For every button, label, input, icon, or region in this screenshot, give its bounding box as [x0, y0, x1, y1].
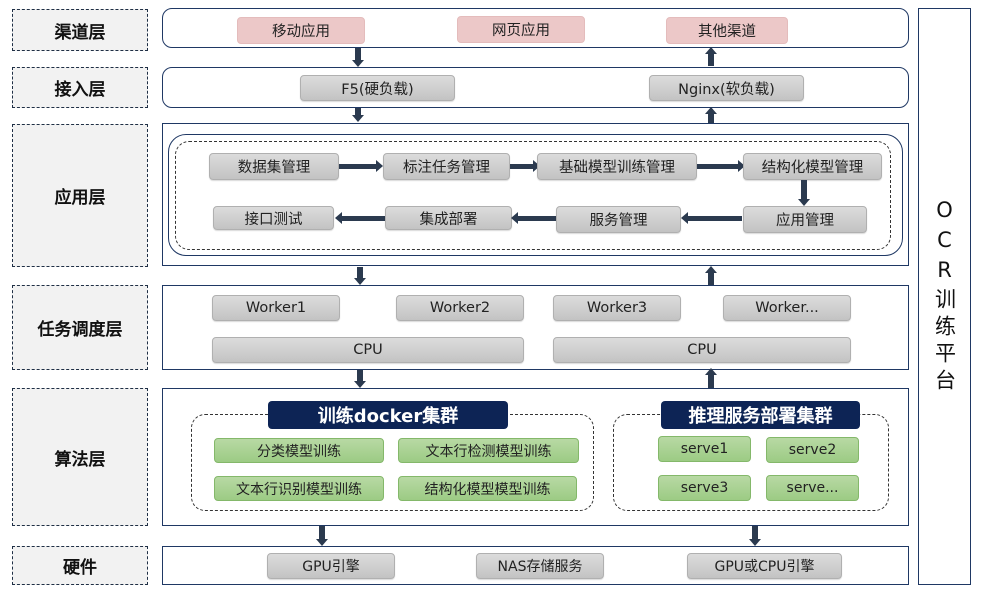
serve-more[interactable]: serve... [766, 475, 859, 501]
arrow-down-channel-access [352, 48, 364, 67]
worker-1[interactable]: Worker1 [212, 295, 340, 321]
arrow-right-3 [697, 160, 745, 172]
app-application-management[interactable]: 应用管理 [743, 206, 867, 233]
arrow-up-access-channel [705, 47, 717, 66]
arrow-down-scheduling-algorithm [354, 370, 366, 388]
arrow-right-2 [510, 160, 540, 172]
hardware-layer: GPU引擎 NAS存储服务 GPU或CPU引擎 [162, 546, 909, 585]
serve-3[interactable]: serve3 [658, 475, 751, 501]
arrow-right-1 [339, 160, 383, 172]
application-workflow-group [175, 141, 891, 250]
arrow-left-2 [511, 212, 561, 224]
application-inner-frame [168, 134, 903, 256]
train-structured-model[interactable]: 结构化模型模型训练 [398, 476, 577, 501]
layer-label-application: 应用层 [12, 124, 148, 267]
arrow-down-application-scheduling [354, 267, 366, 285]
channel-mobile-app[interactable]: 移动应用 [237, 17, 365, 44]
worker-3[interactable]: Worker3 [553, 295, 681, 321]
arrow-up-application-access [705, 107, 717, 123]
train-text-line-recognition-model[interactable]: 文本行识别模型训练 [214, 476, 384, 501]
channel-layer: 移动应用 网页应用 其他渠道 [162, 8, 909, 48]
serve-2[interactable]: serve2 [766, 437, 859, 463]
scheduling-layer: Worker1 Worker2 Worker3 Worker... CPU CP… [162, 285, 909, 370]
ocr-platform-panel: OCR训练平台 [918, 8, 971, 585]
app-integration-deployment[interactable]: 集成部署 [385, 206, 512, 230]
access-layer: F5(硬负载) Nginx(软负载) [162, 67, 909, 108]
arrow-left-3 [335, 212, 387, 224]
app-interface-testing[interactable]: 接口测试 [213, 206, 334, 230]
arrow-left-1 [681, 212, 742, 224]
hw-gpu-engine[interactable]: GPU引擎 [267, 553, 395, 579]
app-base-model-training-management[interactable]: 基础模型训练管理 [537, 153, 697, 180]
arrow-down-algorithm-hardware-2 [749, 526, 761, 546]
train-classification-model[interactable]: 分类模型训练 [214, 438, 384, 463]
platform-title: OCR训练平台 [932, 197, 957, 396]
train-text-line-detection-model[interactable]: 文本行检测模型训练 [398, 438, 579, 463]
arrow-down-access-application [352, 108, 364, 122]
serve-1[interactable]: serve1 [658, 436, 751, 462]
access-f5-hard-lb[interactable]: F5(硬负载) [300, 75, 455, 101]
layer-label-scheduling: 任务调度层 [12, 285, 148, 370]
layer-label-channel: 渠道层 [12, 9, 148, 51]
channel-web-app[interactable]: 网页应用 [457, 16, 585, 43]
inference-cluster-title: 推理服务部署集群 [661, 401, 860, 429]
layer-label-algorithm: 算法层 [12, 388, 148, 526]
worker-2[interactable]: Worker2 [396, 295, 524, 321]
training-cluster-title: 训练docker集群 [268, 401, 508, 429]
arrow-up-scheduling-application [705, 266, 717, 285]
app-service-management[interactable]: 服务管理 [556, 206, 681, 233]
access-nginx-soft-lb[interactable]: Nginx(软负载) [649, 75, 804, 101]
arrow-up-algorithm-scheduling [705, 368, 717, 388]
application-layer: 数据集管理 标注任务管理 基础模型训练管理 结构化模型管理 接口测试 集成部署 … [162, 123, 909, 266]
app-dataset-management[interactable]: 数据集管理 [209, 153, 339, 180]
app-annotation-task-management[interactable]: 标注任务管理 [383, 153, 510, 180]
algorithm-layer: 训练docker集群 分类模型训练 文本行检测模型训练 文本行识别模型训练 结构… [162, 388, 909, 526]
layer-label-hardware: 硬件 [12, 546, 148, 585]
worker-more[interactable]: Worker... [723, 295, 851, 321]
cpu-1[interactable]: CPU [212, 337, 524, 363]
arrow-down-structured-to-app-management [798, 180, 810, 206]
hw-gpu-or-cpu-engine[interactable]: GPU或CPU引擎 [687, 553, 842, 579]
app-structured-model-management[interactable]: 结构化模型管理 [743, 153, 882, 180]
arrow-down-algorithm-hardware-1 [316, 526, 328, 546]
cpu-2[interactable]: CPU [553, 337, 851, 363]
layer-label-access: 接入层 [12, 67, 148, 108]
hw-nas-storage[interactable]: NAS存储服务 [476, 553, 604, 579]
channel-other[interactable]: 其他渠道 [666, 17, 788, 44]
